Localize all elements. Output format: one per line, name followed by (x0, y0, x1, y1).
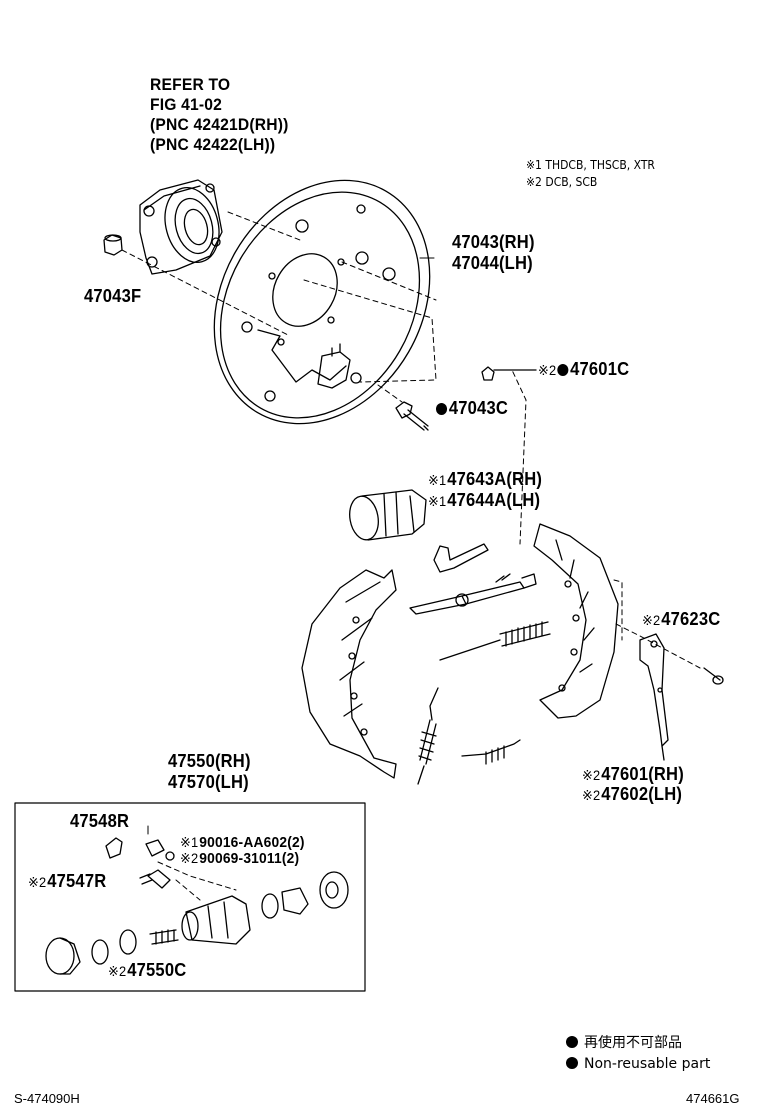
applicability-mark: ※2 (582, 787, 601, 803)
note-1-text: THDCB, THSCB, XTR (545, 158, 655, 172)
axle-hub-drawing (139, 179, 223, 275)
part-label-47043F[interactable]: 47043F (84, 286, 142, 306)
applicability-mark: ※1 (428, 493, 447, 509)
bolt-47043C-drawing (395, 401, 429, 431)
part-label-90016[interactable]: ※190016-AA602(2) (180, 834, 305, 851)
applicability-mark: ※2 (538, 362, 557, 378)
applicability-mark: ※2 (108, 963, 127, 979)
part-number: 47043C (448, 398, 509, 418)
non-reusable-icon (566, 1057, 578, 1069)
legend-en-text: Non-reusable part (584, 1056, 711, 1072)
parking-lever-47601-drawing (639, 633, 669, 761)
footer-right-id: 474661G (686, 1091, 740, 1106)
left-brake-shoe-drawing (301, 569, 397, 779)
part-label-47548R[interactable]: 47548R (70, 811, 130, 831)
part-number: 47601C (570, 359, 630, 379)
legend-en: Non-reusable part (566, 1053, 710, 1075)
part-label-47570-lh[interactable]: 47570(LH) (168, 772, 249, 792)
part-label-47043-rh[interactable]: 47043(RH) (452, 232, 535, 252)
footer-left-id: S-474090H (14, 1091, 80, 1106)
part-label-47547R[interactable]: ※247547R (28, 871, 106, 892)
right-brake-shoe-drawing (533, 523, 619, 719)
legend-jp-text: 再使用不可部品 (584, 1035, 682, 1051)
applicability-mark: ※1 (428, 472, 447, 488)
return-springs-drawing (417, 621, 551, 785)
applicability-mark: ※1 (180, 834, 199, 850)
applicability-mark: ※2 (28, 874, 47, 890)
part-number: 90069-31011(2) (199, 850, 300, 867)
part-number: 47602(LH) (601, 784, 683, 804)
legend-jp: 再使用不可部品 (566, 1032, 682, 1054)
part-number: 47550C (127, 960, 187, 980)
applicability-mark: ※2 (642, 612, 661, 628)
wheel-cylinder-47643A-drawing (349, 489, 427, 541)
wheel-cylinder-kit-drawing (45, 837, 349, 975)
refer-to-line2: FIG 41-02 (150, 95, 223, 114)
part-label-47602[interactable]: ※247602(LH) (582, 784, 682, 805)
part-label-47550-rh[interactable]: 47550(RH) (168, 751, 251, 771)
note-1: ※1 THDCB, THSCB, XTR (526, 157, 655, 173)
part-number: 47601(RH) (601, 764, 684, 784)
part-number: 47547R (47, 871, 107, 891)
clip-47601C-drawing (481, 366, 537, 381)
part-label-47044-lh[interactable]: 47044(LH) (452, 253, 533, 273)
note-2: ※2 DCB, SCB (526, 174, 597, 190)
wheel-cylinder-kit-box (14, 802, 366, 992)
part-label-47643A[interactable]: ※147643A(RH) (428, 469, 542, 490)
part-number: 47623C (661, 609, 721, 629)
nut-47043F-drawing (103, 234, 123, 256)
refer-to-line3: (PNC 42421D(RH)) (150, 115, 289, 134)
non-reusable-icon (566, 1036, 578, 1048)
part-number: 47644A(LH) (447, 490, 541, 510)
part-label-47601[interactable]: ※247601(RH) (582, 764, 684, 785)
refer-to-line1: REFER TO (150, 75, 231, 94)
note-2-mark: ※2 (526, 175, 542, 189)
non-reusable-icon (436, 403, 448, 415)
adjuster-strut-drawing (409, 543, 537, 615)
part-label-47043C[interactable]: 47043C (436, 398, 508, 418)
part-number: 90016-AA602(2) (199, 834, 305, 851)
assembly-lines (121, 211, 701, 901)
part-label-47601C[interactable]: ※2 47601C (538, 359, 629, 380)
backing-plate-drawing (213, 179, 431, 425)
part-label-90069[interactable]: ※290069-31011(2) (180, 850, 299, 867)
non-reusable-icon (557, 364, 569, 376)
part-label-47644A[interactable]: ※147644A(LH) (428, 490, 540, 511)
note-1-mark: ※1 (526, 158, 542, 172)
part-label-47623C[interactable]: ※247623C (642, 609, 720, 630)
pin-47623C-drawing (703, 667, 724, 685)
part-number: 47643A(RH) (447, 469, 543, 489)
part-label-47550C[interactable]: ※247550C (108, 960, 186, 981)
refer-to-line4: (PNC 42422(LH)) (150, 135, 276, 154)
applicability-mark: ※2 (180, 850, 199, 866)
applicability-mark: ※2 (582, 767, 601, 783)
note-2-text: DCB, SCB (545, 175, 598, 189)
